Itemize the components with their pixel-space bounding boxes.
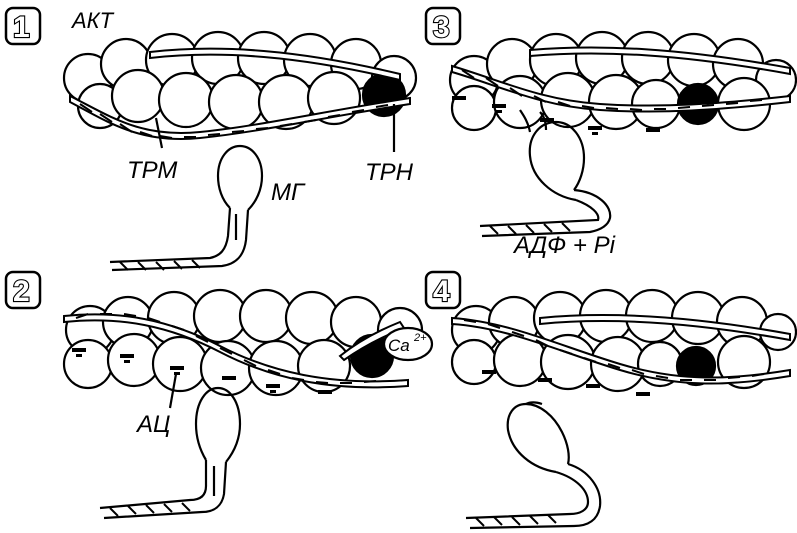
tropomyosin-strand (69, 47, 411, 140)
panel-number: 1 (13, 11, 30, 44)
label-ca-charge: 2+ (413, 332, 427, 344)
label-ca: Ca (388, 336, 410, 355)
panel-number-badge: 2 (4, 270, 42, 310)
label-trn: ТРН (365, 159, 414, 186)
actin-filament (62, 288, 424, 397)
actin-binding-sites (452, 96, 660, 135)
panel-3: 3 (424, 6, 797, 259)
panel-number-badge: 3 (424, 6, 462, 46)
label-mg: МГ (271, 179, 306, 206)
trm-pointer (154, 117, 164, 149)
actin-binding-sites (482, 370, 650, 396)
myosin-head (465, 401, 602, 530)
tropomyosin-strand (451, 314, 791, 385)
label-adp: АДФ + Pi (512, 232, 616, 259)
panel-number-badge: 4 (424, 270, 462, 310)
calcium-ion: Ca 2+ (382, 326, 434, 362)
panel-2: 2 (4, 270, 434, 520)
panel-number: 2 (13, 275, 30, 308)
panel-1: 1 (4, 6, 418, 272)
myosin-head (479, 109, 612, 238)
panel-number-badge: 1 (4, 6, 42, 46)
panel-number: 3 (433, 11, 450, 44)
label-ac: АЦ (135, 411, 170, 438)
tropomyosin-strand (451, 46, 791, 113)
actin-filament (62, 30, 418, 131)
ac-pointer (168, 373, 178, 409)
label-trm: ТРМ (127, 157, 177, 184)
panel-number: 4 (433, 275, 450, 308)
label-akt: АКТ (70, 8, 115, 33)
myosin-head (109, 144, 264, 272)
panel-4: 4 (424, 270, 797, 530)
actin-filament (450, 288, 797, 393)
myosin-head (99, 386, 242, 520)
actin-filament (448, 30, 797, 132)
actin-binding-sites (72, 348, 332, 394)
